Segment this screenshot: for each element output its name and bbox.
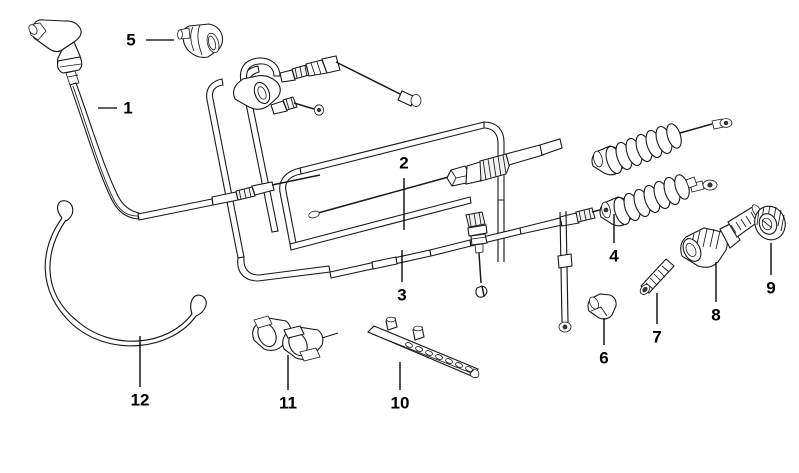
part-3-lower-cable-assembly: [137, 65, 718, 282]
part-12-wire-loop: [44, 200, 207, 347]
part-7-knurled-ferrule: [639, 258, 675, 295]
callout-label-6: 6: [599, 348, 609, 368]
part-11-cable-clip: [252, 315, 339, 362]
part-10-mounting-strap: [367, 316, 480, 378]
callout-label-1: 1: [123, 98, 133, 118]
right-vertical-cable: [557, 210, 573, 333]
part-1-throttle-cable: [28, 19, 140, 220]
callout-label-12: 12: [130, 390, 150, 410]
part-5-rubber-boot: [177, 23, 224, 58]
callout-label-4: 4: [609, 246, 619, 266]
callout-label-5: 5: [126, 30, 136, 50]
part-8-threaded-screw: [680, 204, 763, 268]
centre-threaded-rod: [465, 211, 488, 298]
spring-lower: [599, 174, 698, 227]
callout-label-11: 11: [279, 393, 297, 413]
callout-label-10: 10: [390, 393, 410, 413]
spring-upper: [591, 118, 733, 176]
callout-label-7: 7: [652, 327, 662, 347]
callout-label-3: 3: [397, 285, 407, 305]
part-9-knurled-nut: [754, 205, 786, 241]
part-4-coil-spring-sleeves: [591, 118, 733, 227]
callout-leaders: [98, 39, 772, 390]
callout-label-2: 2: [399, 153, 409, 173]
part-6-cable-end-sleeve: [587, 293, 617, 320]
part-2-upper-cable-assembly: [279, 121, 563, 262]
callout-label-9: 9: [766, 278, 776, 298]
top-cable-branch: [232, 55, 422, 116]
callout-label-8: 8: [711, 305, 721, 325]
